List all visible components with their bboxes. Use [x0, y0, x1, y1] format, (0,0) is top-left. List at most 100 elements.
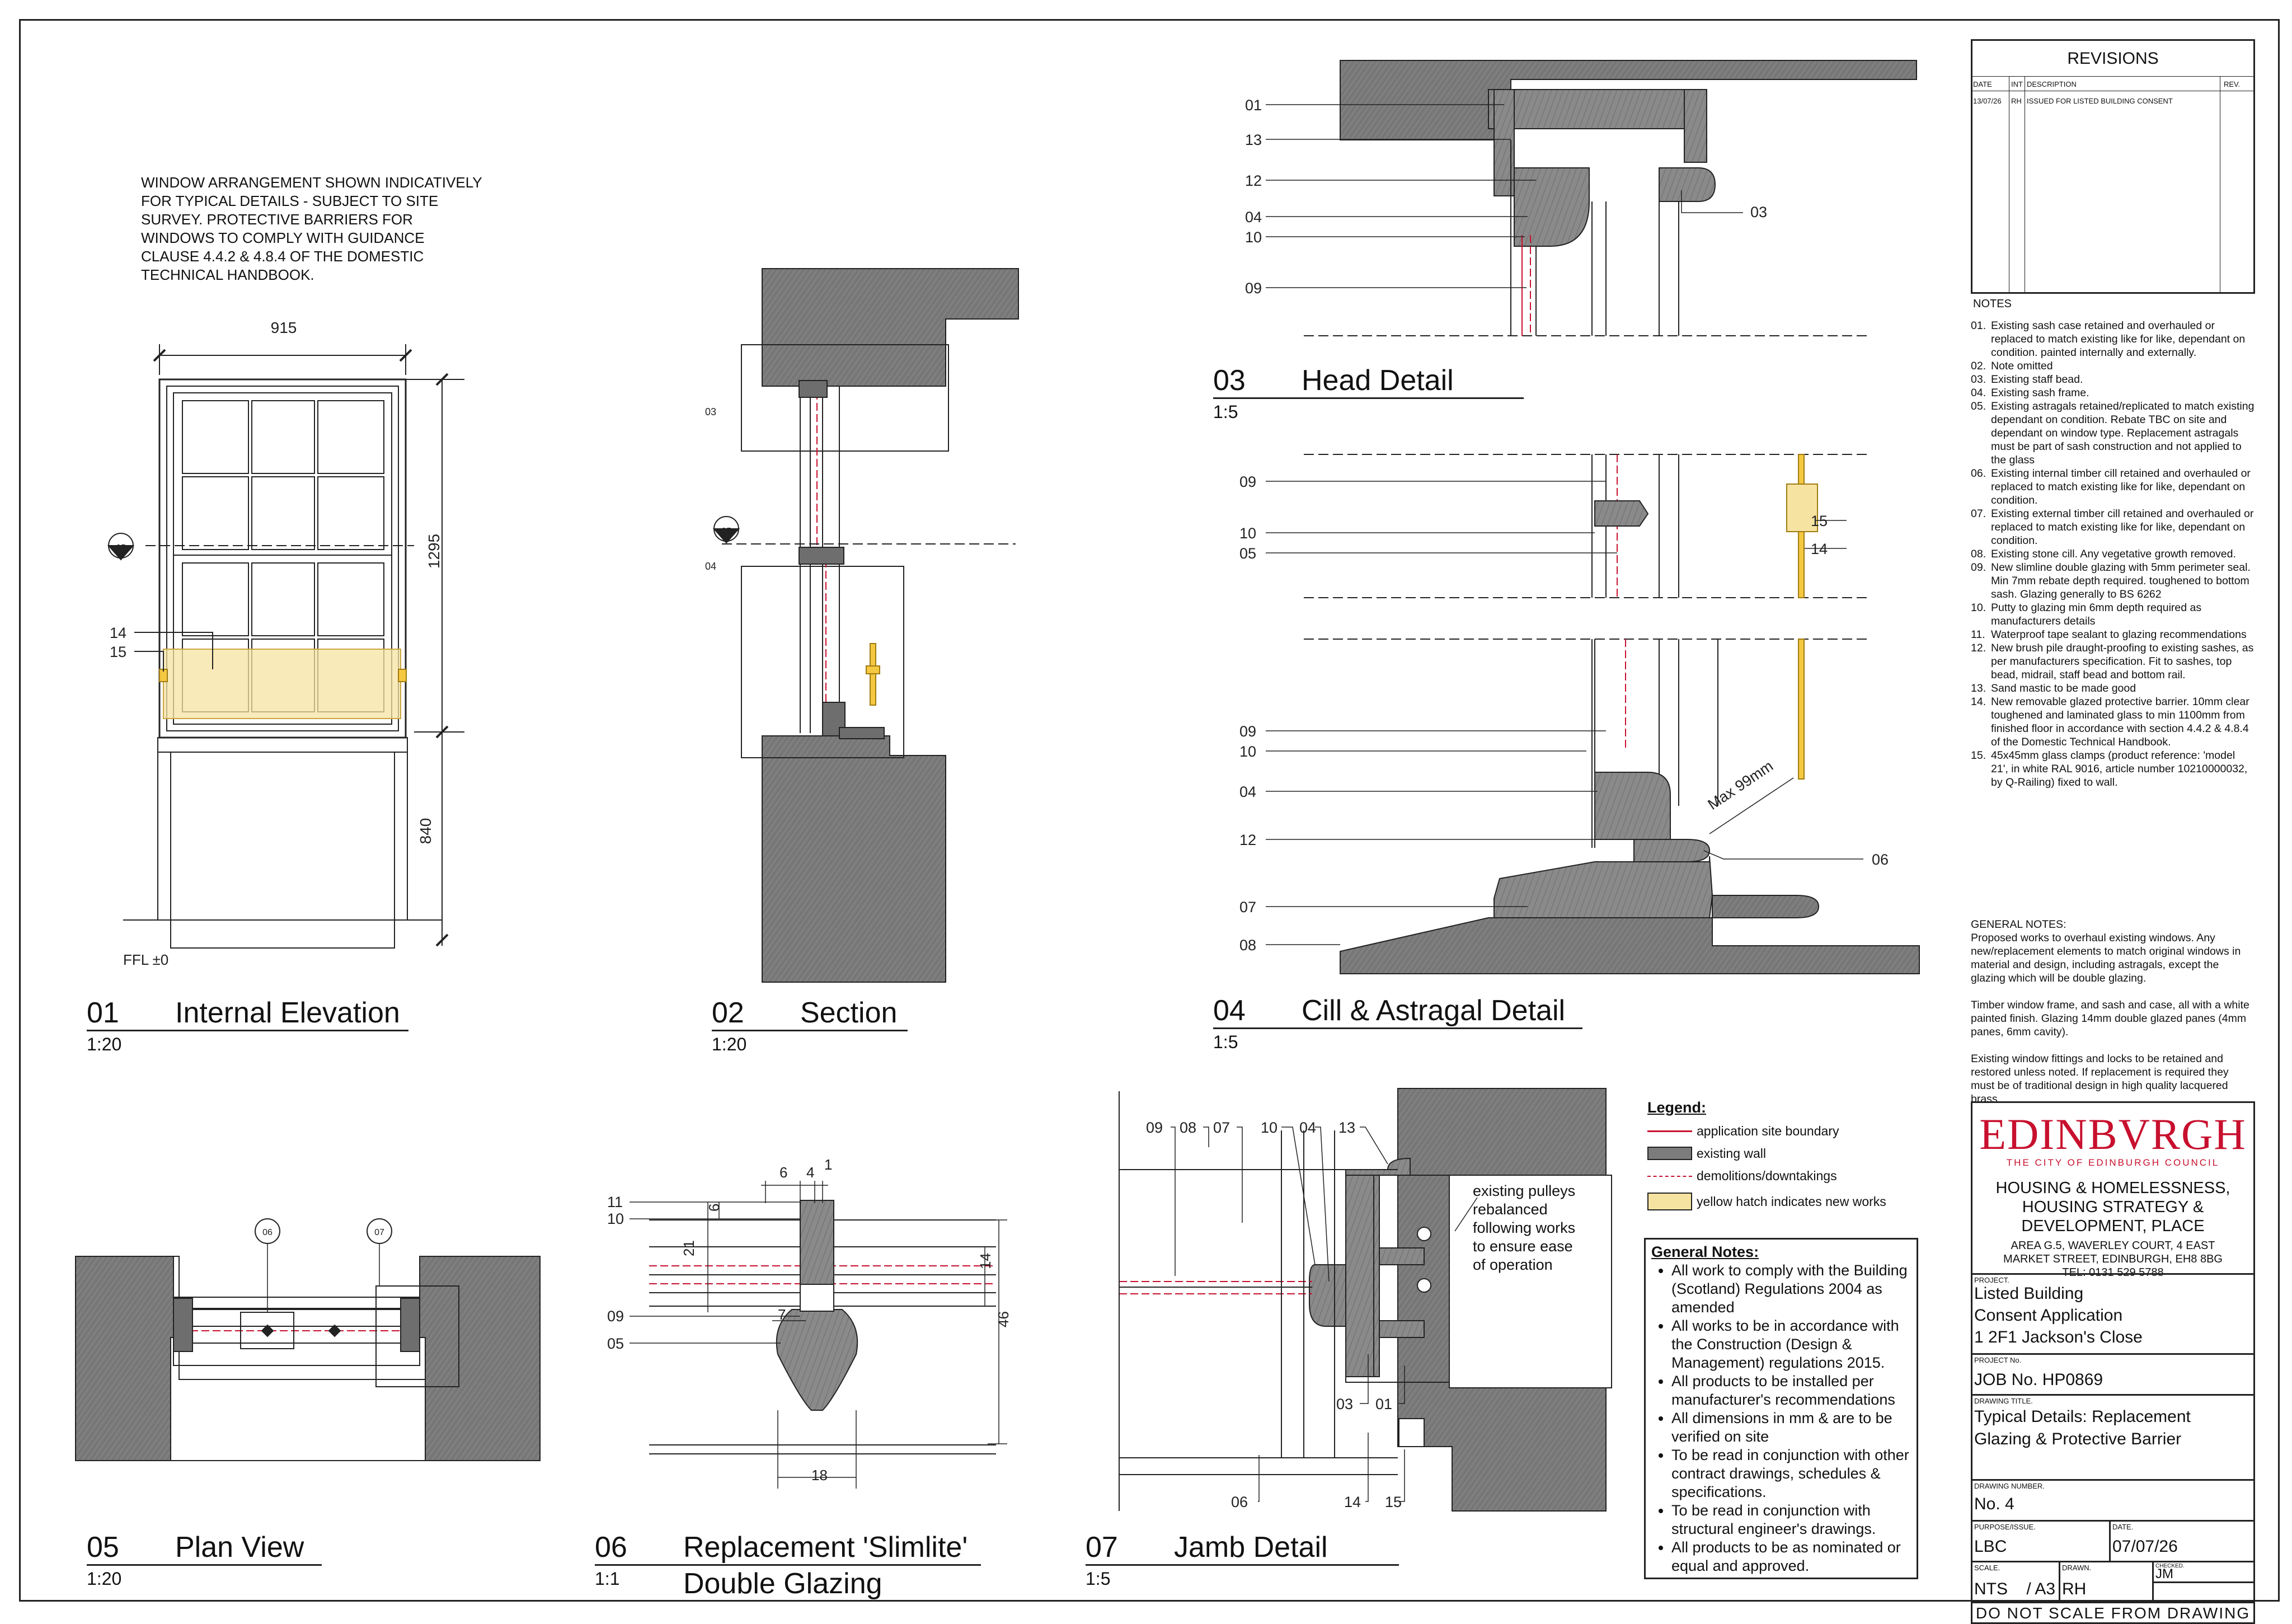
- cill-c14: 14: [1811, 541, 1828, 557]
- general-note: To be read in conjunction with structura…: [1671, 1501, 1911, 1538]
- note-item: 11.Waterproof tape sealant to glazing re…: [1971, 628, 2247, 641]
- project-label: PROJECT.: [1974, 1276, 2009, 1284]
- cill-c15: 15: [1811, 513, 1828, 529]
- glazing-d18: 18: [811, 1467, 828, 1484]
- legend-label: yellow hatch indicates new works: [1697, 1194, 1886, 1209]
- head-c03: 03: [1750, 204, 1767, 220]
- rule: [2025, 76, 2026, 294]
- note-item: 02.Note omitted: [1971, 360, 2053, 372]
- view-scale-02: 1:20: [712, 1034, 747, 1054]
- note-item: 07.Existing external timber cill retaine…: [1971, 508, 2254, 547]
- rule: [2220, 76, 2221, 294]
- view-title-underline: [1086, 1564, 1399, 1566]
- general-notes-p2: Timber window frame, and sash and case, …: [1971, 999, 2249, 1038]
- section-ref-04: 04: [705, 561, 716, 572]
- legend-item-boundary: application site boundary: [1647, 1120, 1916, 1142]
- view-title-underline: [87, 1030, 408, 1031]
- general-note: All works to be in accordance with the C…: [1671, 1317, 1911, 1372]
- jamb-c03: 03: [1336, 1396, 1353, 1412]
- head-c13: 13: [1245, 132, 1262, 148]
- section-ref-05: 05: [721, 527, 731, 536]
- cill-c07: 07: [1239, 899, 1256, 916]
- rev-col-rev: REV.: [2224, 80, 2241, 88]
- head-c01: 01: [1245, 97, 1262, 114]
- section-drawing: [712, 268, 1019, 983]
- council-address: AREA G.5, WAVERLEY COURT, 4 EAST MARKET …: [2003, 1240, 2223, 1279]
- view-scale-03: 1:5: [1213, 402, 1238, 422]
- rule: [1971, 76, 2255, 78]
- note-item: 09.New slimline double glazing with 5mm …: [1971, 561, 2251, 600]
- date-value: 07/07/26: [2112, 1537, 2178, 1556]
- cill-c04: 04: [1239, 783, 1256, 800]
- note-item: 05.Existing astragals retained/replicate…: [1971, 400, 2255, 466]
- council-logo: EDINBVRGH: [1979, 1110, 2247, 1158]
- jamb-c13: 13: [1338, 1119, 1355, 1136]
- cill-max-dim: Max 99mm: [1705, 757, 1776, 813]
- dim-cill: 840: [417, 818, 434, 844]
- jamb-c15: 15: [1385, 1494, 1402, 1510]
- sheet-border: [19, 19, 2280, 1602]
- scale-value: NTS / A3: [1974, 1580, 2056, 1598]
- indicative-note: WINDOW ARRANGEMENT SHOWN INDICATIVELY FO…: [141, 174, 482, 283]
- council-name: THE CITY OF EDINBURGH COUNCIL: [2006, 1157, 2220, 1168]
- glazing-d21: 21: [680, 1240, 697, 1256]
- view-scale-07: 1:5: [1086, 1569, 1111, 1589]
- view-scale-04: 1:5: [1213, 1032, 1238, 1052]
- general-note: To be read in conjunction with other con…: [1671, 1446, 1911, 1501]
- view-scale-05: 1:20: [87, 1569, 122, 1589]
- glazing-d4: 4: [806, 1164, 814, 1181]
- scale-label: SCALE.: [1974, 1564, 2000, 1572]
- general-notes-box: General Notes: All work to comply with t…: [1644, 1238, 1918, 1579]
- new-works-swatch: [1647, 1193, 1692, 1210]
- cill-c05: 05: [1239, 545, 1256, 562]
- legend-label: demolitions/downtakings: [1697, 1168, 1837, 1183]
- rev-row-desc: ISSUED FOR LISTED BUILDING CONSENT: [2027, 97, 2173, 105]
- general-note: All dimensions in mm & are to be verifie…: [1671, 1409, 1911, 1446]
- head-c04: 04: [1245, 209, 1262, 226]
- glazing-d1: 1: [824, 1156, 832, 1173]
- plan-ref-07: 07: [374, 1228, 384, 1237]
- jamb-c06: 06: [1231, 1494, 1248, 1510]
- ffl-label: FFL ±0: [123, 951, 168, 968]
- view-title-underline: [712, 1030, 908, 1031]
- callout-14: 14: [110, 625, 126, 641]
- view-scale-01: 1:20: [87, 1034, 122, 1054]
- wall-swatch: [1647, 1147, 1692, 1160]
- rev-row-date: 13/07/26: [1973, 97, 2002, 105]
- drawing-number-label: DRAWING NUMBER.: [1974, 1482, 2045, 1490]
- note-item: 12.New brush pile draught-proofing to ex…: [1971, 642, 2254, 681]
- jamb-c08: 08: [1180, 1119, 1196, 1136]
- general-notes: GENERAL NOTES: Proposed works to overhau…: [1971, 918, 2255, 1119]
- note-item: 13.Sand mastic to be made good: [1971, 682, 2136, 694]
- jamb-c01: 01: [1375, 1396, 1392, 1412]
- dim-width: 915: [271, 319, 297, 336]
- note-item: 08.Existing stone cill. Any vegetative g…: [1971, 548, 2236, 560]
- view-title-underline: [1213, 397, 1524, 399]
- project-no: JOB No. HP0869: [1974, 1370, 2103, 1389]
- note-item: 04.Existing sash frame.: [1971, 387, 2089, 399]
- head-detail-drawing: [1266, 60, 1917, 336]
- note-item: 06.Existing internal timber cill retaine…: [1971, 467, 2251, 506]
- general-note: All work to comply with the Building (Sc…: [1671, 1261, 1911, 1317]
- legend-label: existing wall: [1697, 1146, 1766, 1161]
- glazing-c11: 11: [607, 1194, 623, 1210]
- cill-c09b: 09: [1239, 723, 1256, 740]
- drawing-title: Typical Details: Replacement Glazing & P…: [1974, 1407, 2191, 1448]
- purpose-value: LBC: [1974, 1537, 2007, 1556]
- glazing-d6a: 6: [779, 1164, 787, 1181]
- view-scale-06: 1:1: [595, 1569, 620, 1589]
- glazing-c10: 10: [607, 1210, 624, 1227]
- drawn-label: DRAWN.: [2062, 1564, 2092, 1572]
- note-item: 10.Putty to glazing min 6mm depth requir…: [1971, 602, 2202, 627]
- revisions-title: REVISIONS: [2067, 49, 2159, 68]
- slimlite-glazing-drawing: [630, 1181, 1007, 1489]
- glazing-d14: 14: [977, 1253, 994, 1269]
- date-label: DATE.: [2112, 1523, 2134, 1531]
- view-title-underline: [1213, 1027, 1582, 1029]
